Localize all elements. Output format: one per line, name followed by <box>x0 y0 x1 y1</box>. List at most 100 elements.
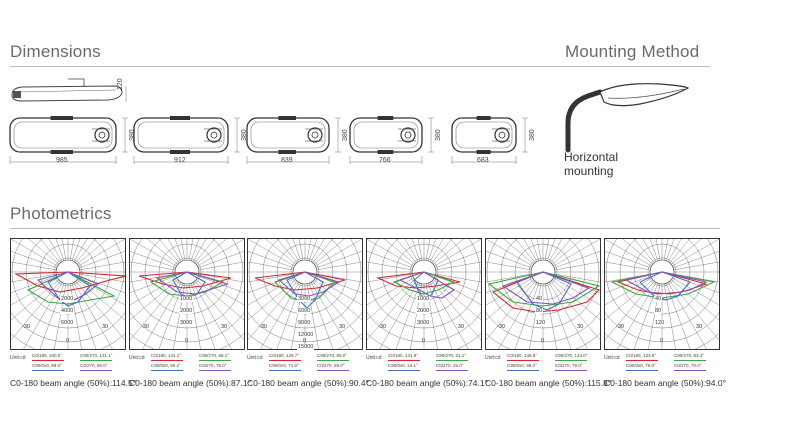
angle-label-bottom: 0 <box>303 338 307 344</box>
legend-entry: C90/270, 80.0° <box>317 353 348 358</box>
angle-label-left: -30 <box>497 324 505 330</box>
beam-angle-caption: C0-180 beam angle (50%):90.4° <box>247 378 370 388</box>
polar-chart-svg <box>485 238 601 350</box>
photometrics-title: Photometrics <box>10 204 112 223</box>
legend-swatch <box>269 360 301 361</box>
legend-entry: C0/270, 70.0° <box>674 363 702 368</box>
angle-label-left: -30 <box>616 324 624 330</box>
units-label: Unit:cd <box>604 355 620 361</box>
ring-value-label: 1000 <box>179 296 194 302</box>
dimensions-title: Dimensions <box>10 42 101 61</box>
angle-label-bottom: 0 <box>660 338 664 344</box>
units-label: Unit:cd <box>366 355 382 361</box>
legend-entry: C0/270, 79.0° <box>555 363 583 368</box>
dimensions-rule <box>10 66 710 67</box>
angle-label-right: 30 <box>458 324 465 330</box>
fixture-height-label: 380 <box>529 129 536 141</box>
mounting-label: Horizontal mounting <box>564 150 619 178</box>
mounting-title: Mounting Method <box>565 42 700 61</box>
legend-entry: C0/270, 69.0° <box>317 363 345 368</box>
legend-entry: C90/0x0, 71.0° <box>269 363 299 368</box>
fixture-width-label: 683 <box>477 157 489 164</box>
horizontal-mounting-icon <box>565 83 690 153</box>
beam-angle-caption: C0-180 beam angle (50%):74.1° <box>366 378 489 388</box>
angle-label-bottom: 0 <box>66 338 70 344</box>
legend-swatch <box>151 370 183 371</box>
angle-label-right: 30 <box>696 324 703 330</box>
legend-entry: C90/270, 21.1° <box>436 353 467 358</box>
legend-entry: C90/0x0, 98.0° <box>507 363 537 368</box>
legend-swatch <box>674 370 706 371</box>
side-view-drawing <box>11 78 127 102</box>
legend-swatch <box>269 370 301 371</box>
legend-swatch <box>436 360 468 361</box>
ring-value-label: 3000 <box>416 320 431 326</box>
ring-value-label: 9000 <box>297 320 312 326</box>
angle-label-right: 30 <box>221 324 228 330</box>
legend-swatch <box>32 370 64 371</box>
legend-entry: C0/180, 131.9° <box>388 353 419 358</box>
ring-value-label: 15000 <box>297 344 315 350</box>
side-height-label: 120 <box>117 78 124 90</box>
legend-entry: C0/180, 148.8° <box>507 353 538 358</box>
legend-entry: C90/0x0, 79.0° <box>626 363 656 368</box>
angle-label-right: 30 <box>577 324 584 330</box>
ring-value-label: 80 <box>535 308 544 314</box>
fixture-width-label: 912 <box>174 157 186 164</box>
chart-legend: Unit:cd C0/180, 128.7° C90/270, 80.0° C90/0… <box>247 353 367 373</box>
legend-swatch <box>436 370 468 371</box>
polar-chart-svg <box>604 238 720 350</box>
legend-swatch <box>507 360 539 361</box>
legend-swatch <box>388 370 420 371</box>
legend-swatch <box>626 370 658 371</box>
ring-value-label: 2000 <box>416 308 431 314</box>
legend-entry: C90/270, 143.0° <box>555 353 588 358</box>
units-label: Unit:cd <box>129 355 145 361</box>
chart-legend: Unit:cd C0/180, 131.9° C90/270, 21.1° C90/0… <box>366 353 486 373</box>
fixture-width-label: 985 <box>56 157 68 164</box>
angle-label-left: -30 <box>378 324 386 330</box>
legend-swatch <box>151 360 183 361</box>
angle-label-bottom: 0 <box>541 338 545 344</box>
legend-entry: C0/180, 141.1° <box>151 353 182 358</box>
beam-angle-caption: C0-180 beam angle (50%):114.5° <box>10 378 137 388</box>
angle-label-bottom: 0 <box>185 338 189 344</box>
legend-entry: C0/180, 100.0° <box>32 353 63 358</box>
angle-label-right: 30 <box>339 324 346 330</box>
fixture-width-label: 839 <box>281 157 293 164</box>
ring-value-label: 120 <box>535 320 547 326</box>
ring-value-label: 6000 <box>60 320 75 326</box>
legend-swatch <box>80 370 112 371</box>
ring-value-label: 3000 <box>179 320 194 326</box>
legend-entry: C90/0x0, 24.1° <box>388 363 418 368</box>
legend-entry: C0/270, 75.0° <box>199 363 227 368</box>
legend-swatch <box>317 360 349 361</box>
units-label: Unit:cd <box>247 355 263 361</box>
legend-swatch <box>317 370 349 371</box>
legend-swatch <box>199 370 231 371</box>
polar-chart-svg <box>247 238 363 350</box>
legend-entry: C0/180, 128.7° <box>269 353 300 358</box>
angle-label-left: -30 <box>22 324 30 330</box>
fixture-top-view: 683 380 <box>450 112 540 172</box>
legend-entry: C90/270, 93.4° <box>674 353 705 358</box>
ring-value-label: 80 <box>654 308 663 314</box>
ring-value-label: 3000 <box>297 296 312 302</box>
polar-chart-svg <box>129 238 245 350</box>
legend-swatch <box>555 370 587 371</box>
angle-label-left: -30 <box>259 324 267 330</box>
ring-value-label: 12000 <box>297 332 315 338</box>
units-label: Unit:cd <box>485 355 501 361</box>
ring-value-label: 120 <box>654 320 666 326</box>
